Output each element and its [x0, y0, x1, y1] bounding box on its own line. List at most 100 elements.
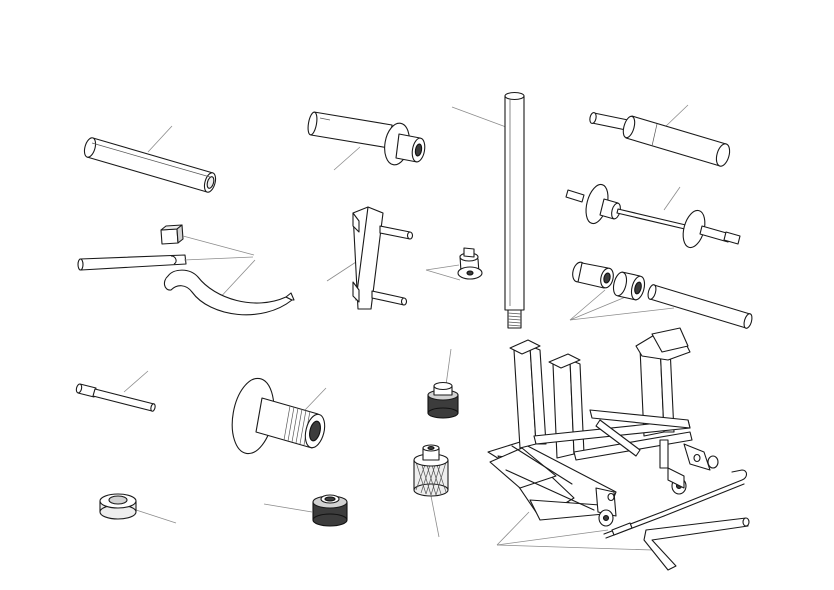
bar-body: [79, 254, 187, 271]
leader-line: [326, 261, 357, 282]
frame-tube: [589, 409, 691, 429]
low-ring-bushing: [99, 493, 177, 524]
dark-collar-lower: [263, 494, 348, 527]
drift-body: [625, 115, 727, 167]
collar-bottom: [427, 407, 459, 419]
crank-lever: [643, 517, 749, 571]
leader-line: [664, 104, 689, 128]
flat-bar: [77, 254, 187, 271]
nut-head: [463, 247, 475, 258]
drift-rod-left: [83, 125, 217, 193]
bar-notch: [170, 255, 177, 265]
rod-bore: [206, 176, 215, 189]
sleeve-bore: [309, 420, 321, 442]
driver-bore: [603, 272, 611, 284]
leader-line: [425, 269, 461, 281]
leader-line: [496, 544, 653, 551]
lower-wheel-hub: [602, 514, 610, 522]
leader-line: [445, 348, 452, 386]
leader-line: [430, 495, 440, 538]
bar-end: [77, 258, 84, 271]
stepped-drift-top-right: [589, 104, 731, 167]
frame-pin-lower: [371, 290, 405, 306]
spanner-tip: [285, 292, 295, 301]
rod-end: [743, 313, 753, 329]
knurled-sleeve: [413, 444, 449, 538]
small-cube: [160, 224, 184, 245]
cap-top: [433, 381, 453, 391]
leader-line: [425, 264, 460, 271]
step-line: [651, 123, 658, 147]
rod-top: [504, 91, 525, 101]
lower-bolt: [607, 492, 615, 502]
leader-line: [263, 503, 313, 513]
leader-line: [182, 235, 255, 256]
puller-shaft: [565, 183, 741, 249]
driver-rod: [649, 284, 751, 329]
leader-line: [147, 125, 173, 153]
upright-cap: [509, 339, 541, 355]
scissor-link: [505, 469, 595, 511]
body-end: [715, 143, 731, 167]
driver-shank: [310, 111, 393, 149]
leader-line: [304, 387, 327, 411]
shank-end: [307, 111, 318, 136]
rod-body: [86, 137, 214, 193]
collar-bottom: [312, 513, 348, 527]
leader-line: [215, 259, 256, 303]
pin-end: [406, 231, 414, 240]
shaft-end-nut: [723, 231, 741, 245]
leader-line: [569, 307, 675, 321]
lever-end: [742, 517, 750, 527]
bushing-driver-set: [569, 261, 753, 329]
hook-spanner: [163, 235, 295, 316]
collar-bore: [634, 281, 642, 295]
ring-inner: [108, 495, 128, 505]
punch-shank: [92, 388, 155, 412]
pilot-bore: [414, 143, 423, 157]
clamp-bolt: [693, 453, 701, 463]
upright-cap: [548, 353, 581, 369]
leader-line: [333, 146, 361, 171]
knurl-lines: [415, 461, 447, 496]
plate-lug: [352, 281, 360, 303]
leader-line: [496, 511, 530, 546]
rod-end: [83, 137, 97, 158]
nut-hole: [466, 270, 474, 276]
frame-pin-upper: [379, 225, 411, 240]
pin-end: [400, 297, 408, 306]
crank-rod: [663, 483, 745, 517]
rod-body: [504, 95, 525, 311]
thread-lines: [507, 312, 522, 327]
frame-brace: [595, 419, 641, 457]
small-nut-tool: [425, 247, 483, 281]
plate-edge: [355, 206, 369, 301]
leader-line: [183, 256, 254, 261]
pilot-end: [589, 112, 597, 124]
long-drift-rod: [451, 91, 525, 329]
saddle-back: [651, 327, 689, 353]
shaft-rod: [616, 208, 691, 231]
head-end: [75, 383, 83, 394]
shaft-end-nut: [565, 189, 585, 203]
sleeve-bottom: [413, 483, 449, 497]
crank-handle: [603, 469, 750, 571]
shank-end: [150, 403, 156, 412]
dark-collar-small: [427, 348, 459, 419]
cube-front: [160, 228, 179, 245]
collar-bore: [324, 496, 336, 502]
h-frame-holder: [326, 206, 414, 310]
clamp-knob: [707, 455, 719, 469]
rod-end: [647, 284, 657, 300]
flanged-threaded-sleeve: [231, 377, 327, 455]
leader-line: [569, 295, 629, 321]
leader-line: [132, 508, 177, 524]
leader-line: [569, 289, 606, 321]
scissor-link: [511, 445, 573, 485]
collar-face: [612, 271, 628, 297]
cube-side: [176, 224, 184, 244]
leader-line: [663, 186, 681, 211]
neck-bore: [427, 445, 435, 451]
